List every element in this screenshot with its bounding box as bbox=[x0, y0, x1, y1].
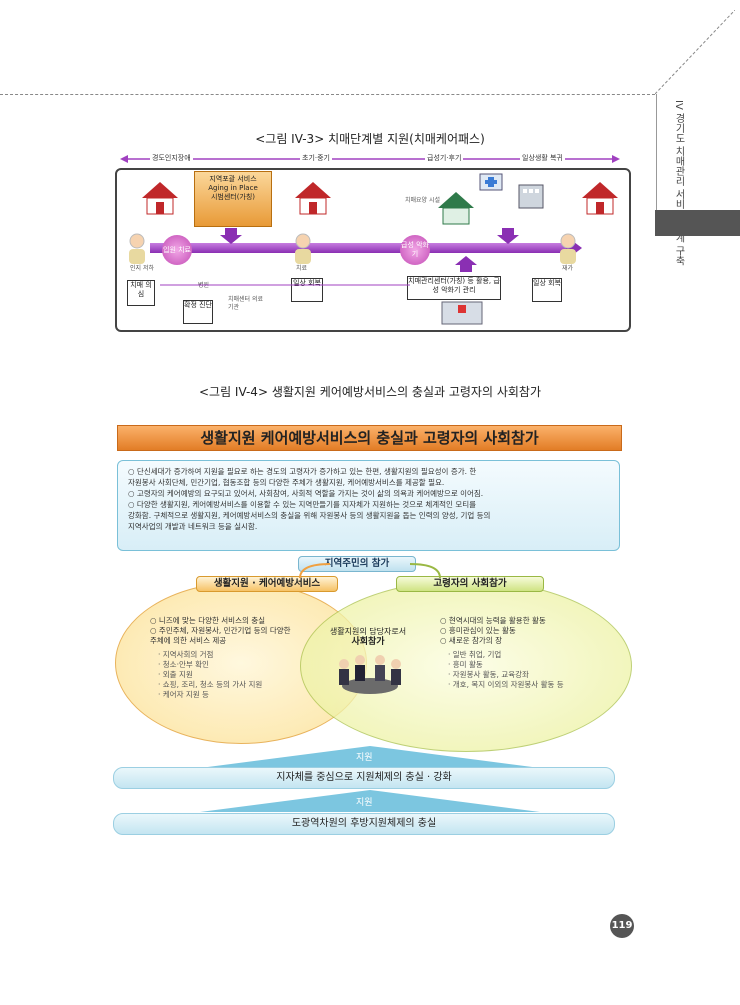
elderly-participation-pill: 고령자의 사회참가 bbox=[396, 576, 544, 592]
left-subitem: · 쇼핑, 조리, 청소 등의 가사 지원 bbox=[158, 680, 263, 689]
side-vertical-rule bbox=[656, 94, 657, 234]
person2-label: 치료 bbox=[296, 265, 308, 272]
hospital-icon bbox=[479, 173, 503, 191]
up-arrow-icon bbox=[455, 256, 477, 272]
left-item: 주체에 의한 서비스 제공 bbox=[150, 636, 227, 645]
meeting-people-icon bbox=[339, 655, 401, 694]
left-subitem: · 청소·안부 확인 bbox=[158, 660, 209, 669]
diagnosis-box: 확정 진단 bbox=[183, 300, 213, 324]
dementia-suspect-box: 치매 의심 bbox=[127, 280, 155, 306]
house-icon bbox=[582, 182, 618, 215]
support-arrow-2 bbox=[200, 790, 540, 812]
split-arrows bbox=[299, 563, 441, 579]
figure2-info-box: ○ 단신세대가 증가하여 지원을 필요로 하는 경도의 고령자가 증가하고 있는… bbox=[117, 460, 620, 551]
down-arrow-icon bbox=[497, 228, 519, 244]
bottom-connector-line bbox=[160, 284, 410, 286]
daily-recovery-box: 일상 회복 bbox=[291, 278, 323, 302]
info-line: 지역사업의 개발과 네트워크 등을 실시함. bbox=[128, 522, 258, 531]
right-item: ○ 현역시대의 능력을 활용한 활동 bbox=[440, 616, 546, 625]
regional-service-line3: 시범센터(가칭) bbox=[210, 193, 256, 201]
progression-arrow bbox=[150, 243, 570, 253]
right-subitem: · 흥미 활동 bbox=[448, 660, 483, 669]
regional-service-line2: Aging in Place bbox=[208, 184, 258, 192]
left-item: ○ 주민주체, 자원봉사, 민간기업 등의 다양한 bbox=[150, 626, 291, 635]
figure2-caption: <그림 IV-4> 생활지원 케어예방서비스의 충실과 고령자의 사회참가 bbox=[198, 385, 541, 399]
stage-label-2: 초기·중기 bbox=[300, 153, 332, 163]
stage-label-4: 일상생활 복귀 bbox=[520, 153, 565, 163]
life-support-pill: 생활지원 · 케어예방서비스 bbox=[196, 576, 338, 592]
info-line: 자원봉사 사회단체, 민간기업, 협동조합 등의 다양한 주체가 생활지원, 케… bbox=[128, 478, 445, 487]
person3-label: 재가 bbox=[562, 265, 574, 272]
figure1-caption: <그림 IV-3> 치매단계별 지원(치매케어패스) bbox=[255, 132, 485, 146]
acute-care-box: 치매관리센터(가칭) 등 활용, 급성 악화기 관리 bbox=[407, 276, 501, 300]
stage-circle-2: 급성 악화기 bbox=[400, 235, 430, 265]
medical-institution-label: 치매센터 의료기관 bbox=[228, 296, 264, 311]
info-line: ○ 고령자의 케어예방의 요구되고 있어서, 사회참여, 사회적 역할을 가지는… bbox=[128, 489, 484, 498]
right-item: ○ 새로운 참가의 장 bbox=[440, 636, 502, 645]
info-line: ○ 단신세대가 증가하여 지원을 필요로 하는 경도의 고령자가 증가하고 있는… bbox=[128, 467, 477, 476]
side-chapter-bar bbox=[655, 210, 740, 236]
left-subitem: · 외출 지원 bbox=[158, 670, 193, 679]
local-government-bar: 지자체를 중심으로 지원체제의 충실 · 강화 bbox=[113, 767, 615, 789]
stage-label-1: 경도인지장애 bbox=[150, 153, 193, 163]
elderly-person-icon bbox=[560, 233, 576, 264]
hospital-building-icon bbox=[441, 301, 483, 325]
support-label-1: 지원 bbox=[356, 753, 373, 763]
top-dashed-rule bbox=[0, 94, 655, 95]
right-item: ○ 흥미관심이 있는 활동 bbox=[440, 626, 516, 635]
care-facility-icon bbox=[438, 192, 474, 225]
figure1-frame bbox=[115, 168, 631, 332]
right-subitem: · 자원봉사 활동, 교육강좌 bbox=[448, 670, 529, 679]
left-service-list: ○ 니즈에 맞는 다양한 서비스의 충실 ○ 주민주체, 자원봉사, 민간기업 … bbox=[150, 616, 340, 700]
right-subitem: · 개호, 복지 이외의 자원봉사 활동 등 bbox=[448, 680, 564, 689]
left-item: ○ 니즈에 맞는 다양한 서비스의 충실 bbox=[150, 616, 266, 625]
elderly-person-icon bbox=[129, 233, 145, 264]
down-arrow-icon bbox=[220, 228, 242, 244]
house-icon bbox=[142, 182, 178, 215]
info-line: ○ 다양한 생활지원, 케어예방서비스를 이용할 수 있는 지역만들기를 지자체… bbox=[128, 500, 477, 509]
building-icon bbox=[518, 184, 544, 209]
support-label-2: 지원 bbox=[356, 798, 373, 808]
page-number: 119 bbox=[610, 914, 634, 938]
regional-service-line1: 지역포괄 서비스 bbox=[209, 175, 257, 183]
stage-label-3: 급성기·후기 bbox=[425, 153, 464, 163]
figure2-banner: 생활지원 케어예방서비스의 충실과 고령자의 사회참가 bbox=[117, 425, 622, 451]
house-icon bbox=[295, 182, 331, 215]
person1-label: 인지 저하 bbox=[130, 265, 154, 272]
regional-service-box: 지역포괄 서비스 Aging in Place 시범센터(가칭) bbox=[194, 171, 272, 227]
center-overlap-text: 생활지원의 담당자로서 사회참가 bbox=[329, 627, 407, 647]
provincial-support-bar: 도광역차원의 후방지원체제의 충실 bbox=[113, 813, 615, 835]
left-subitem: · 케어자 지원 등 bbox=[158, 690, 209, 699]
care-facility-label: 치매요양 시설 bbox=[405, 197, 441, 204]
right-subitem: · 일반 취업, 기업 bbox=[448, 650, 502, 659]
corner-diagonal-line bbox=[655, 10, 735, 94]
side-chapter-title: IV 경기도 치매관리 서비스 체계 구축 bbox=[673, 100, 684, 266]
right-participation-list: ○ 현역시대의 능력을 활용한 활동 ○ 흥미관심이 있는 활동 ○ 새로운 참… bbox=[440, 616, 630, 690]
stage-circle-1: 입원 치료 bbox=[162, 235, 192, 265]
daily-recovery-box-2: 일상 회복 bbox=[532, 278, 562, 302]
support-arrow-1 bbox=[200, 746, 540, 768]
left-subitem: · 지역사회의 거점 bbox=[158, 650, 214, 659]
info-line: 강화함. 구체적으로 생활지원, 케어예방서비스의 충실을 위해 자원봉사 등의… bbox=[128, 511, 491, 520]
elderly-person-icon bbox=[295, 233, 311, 264]
